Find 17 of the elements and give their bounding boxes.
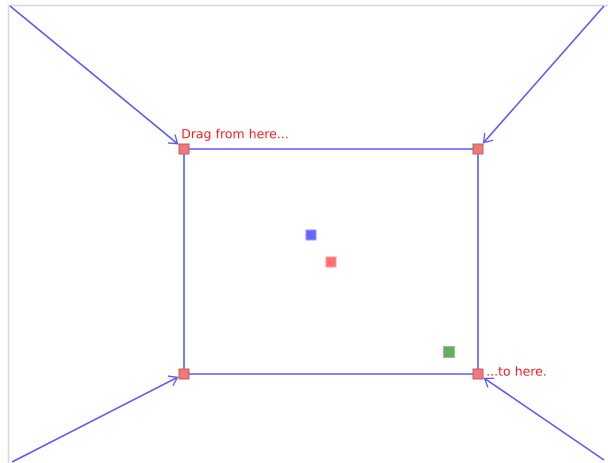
instruction-text: ...to here. [488, 366, 546, 376]
connector-line [190, 373, 472, 375]
arrow [484, 378, 604, 461]
arrow [12, 375, 178, 463]
instruction-text: Drag from here... [182, 128, 288, 141]
handle-square [472, 144, 484, 154]
connector-line [190, 148, 472, 150]
point-square [326, 256, 336, 268]
connector-line [183, 154, 185, 368]
arrow [482, 5, 605, 144]
point-square [443, 346, 455, 358]
handle-square [178, 144, 190, 154]
handle-square [472, 368, 484, 380]
handle-square [178, 368, 190, 380]
connector-line [477, 154, 479, 368]
arrow [10, 5, 178, 144]
point-square [306, 230, 316, 240]
